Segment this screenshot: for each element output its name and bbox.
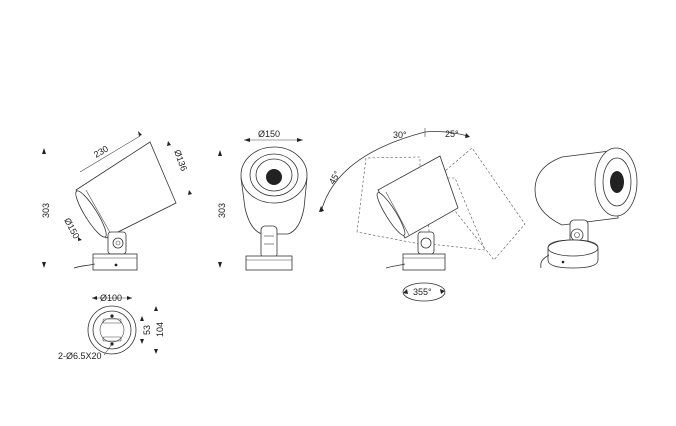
base-hole-spacing-label: 53 bbox=[142, 325, 152, 335]
perspective-cable bbox=[540, 254, 550, 269]
side-length-label: 230 bbox=[92, 144, 110, 160]
base-holes-label: 2-Ø6.5X20 bbox=[58, 351, 102, 361]
base-diameter-label: Ø100 bbox=[100, 293, 122, 303]
tilt-side-label: 45° bbox=[327, 169, 342, 186]
front-height-label: 303 bbox=[217, 203, 227, 218]
rotation-ellipse bbox=[402, 282, 446, 302]
ghost-position-back bbox=[356, 156, 421, 245]
perspective-lens bbox=[610, 171, 624, 193]
base-mount-hole-top bbox=[110, 314, 114, 318]
rotation-body bbox=[377, 155, 459, 239]
perspective-joint-knob bbox=[570, 228, 584, 242]
base-depth-label: 104 bbox=[155, 322, 165, 337]
front-base bbox=[245, 255, 293, 271]
rotation-joint-knob bbox=[420, 237, 432, 249]
tilt-back-label: 30° bbox=[393, 130, 407, 140]
front-view: Ø150 303 bbox=[217, 129, 308, 271]
front-lens bbox=[266, 169, 282, 185]
front-diameter-label: Ø150 bbox=[258, 129, 280, 139]
side-front-face bbox=[75, 190, 107, 238]
side-joint-knob bbox=[112, 237, 124, 249]
rotation-label: 355° bbox=[413, 287, 432, 297]
side-view: 230 Ø136 303 Ø150 bbox=[41, 131, 192, 271]
front-bracket bbox=[260, 225, 278, 259]
rotation-view: 30° 25° 45° 355° bbox=[319, 128, 526, 302]
tilt-arc bbox=[320, 131, 426, 213]
base-plan-view: Ø100 53 104 2-Ø6.5X20 bbox=[58, 293, 165, 361]
ghost-position-forward bbox=[431, 147, 526, 261]
base-outer-circle bbox=[87, 305, 137, 355]
side-height-label: 303 bbox=[41, 203, 51, 218]
perspective-view bbox=[534, 147, 638, 269]
side-body-diameter-label: Ø150 bbox=[62, 216, 81, 240]
rotation-base bbox=[402, 253, 446, 271]
side-base bbox=[92, 253, 138, 271]
side-head-diameter-label: Ø136 bbox=[172, 148, 189, 172]
side-cable bbox=[73, 263, 96, 269]
tilt-forward-label: 25° bbox=[445, 129, 459, 139]
